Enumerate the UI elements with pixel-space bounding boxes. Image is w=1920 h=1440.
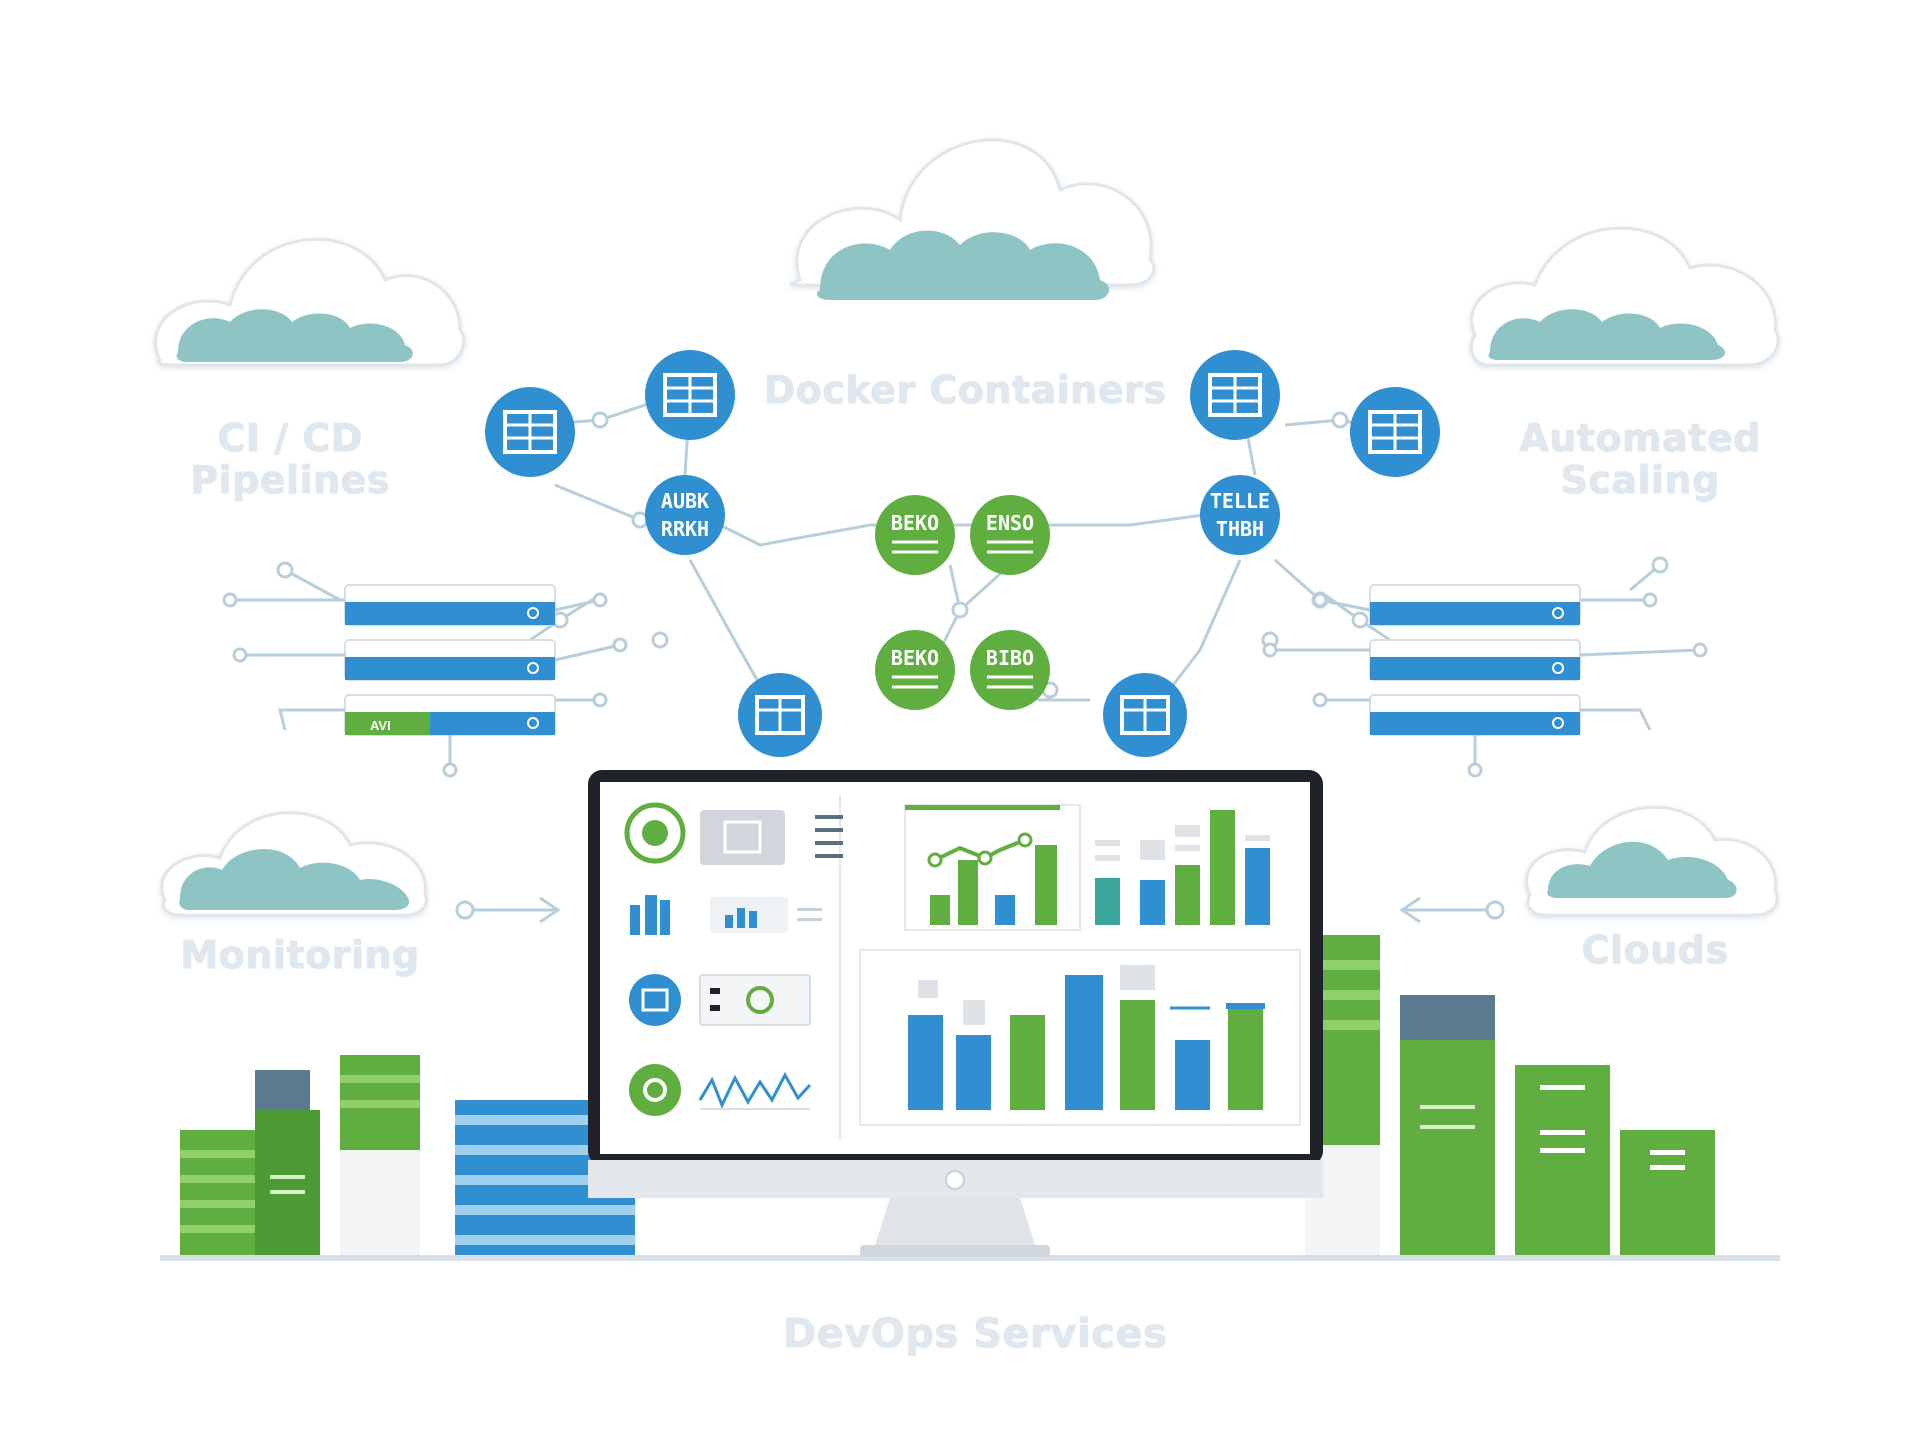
- container-node-icon-6: [1103, 673, 1187, 757]
- automated-scaling-label: Automated Scaling: [1490, 416, 1790, 502]
- rack-tag-text: AVI: [370, 718, 391, 733]
- bar-chart-icon-bottom: [859, 949, 1301, 1126]
- container-node-icon-2: [645, 350, 735, 440]
- green-node-3-text: BEKO: [891, 646, 939, 670]
- devops-services-label: DevOps Services: [782, 1311, 1168, 1357]
- arrow-icon-left: [455, 896, 561, 924]
- cloud-icon-mid-right: [1524, 805, 1779, 917]
- cicd-pipelines-label: CI / CD Pipelines: [170, 416, 410, 502]
- hub-node-right-text-1: TELLE: [1210, 489, 1270, 513]
- hub-node-left-text-2: RRKH: [661, 517, 709, 541]
- hub-node-right: TELLE THBH: [1200, 475, 1280, 555]
- server-rack-icon-left: AVI: [222, 584, 628, 778]
- cicd-line-2: Pipelines: [190, 457, 390, 502]
- docker-containers-label: Docker Containers: [763, 368, 1167, 412]
- arrow-icon-right: [1399, 896, 1505, 924]
- bar-chart-icon-top-left: [904, 804, 1081, 931]
- green-service-node-2: ENSO: [970, 495, 1050, 575]
- dashboard-screen: [624, 795, 843, 1140]
- scaling-line-1: Automated: [1519, 416, 1761, 460]
- scaling-line-2: Scaling: [1560, 457, 1720, 502]
- container-node-icon-3: [738, 673, 822, 757]
- hub-node-left: AUBK RRKH: [645, 475, 725, 555]
- clouds-label: Clouds: [1581, 928, 1729, 972]
- green-node-4-text: BIBO: [986, 646, 1034, 670]
- hub-node-left-text-1: AUBK: [661, 489, 709, 513]
- container-node-icon-1: [485, 387, 575, 477]
- cloud-icon-top-center: [789, 138, 1156, 300]
- server-rack-icon-right: [1262, 584, 1708, 778]
- cicd-line-1: CI / CD: [217, 416, 363, 460]
- green-service-node-4: BIBO: [970, 630, 1050, 710]
- ground-line: [160, 1255, 1780, 1261]
- server-tower-icon-right-group: [1305, 935, 1715, 1255]
- container-node-icon-4: [1190, 350, 1280, 440]
- green-service-node-1: BEKO: [875, 495, 955, 575]
- cloud-icon-top-right: [1469, 226, 1780, 367]
- server-tower-icon-left-group: [180, 1055, 635, 1255]
- bar-chart-icon-top-right: [1095, 810, 1270, 925]
- green-node-1-text: BEKO: [891, 511, 939, 535]
- container-node-icon-5: [1350, 387, 1440, 477]
- green-node-2-text: ENSO: [986, 511, 1034, 535]
- green-service-node-3: BEKO: [875, 630, 955, 710]
- cloud-icon-top-left: [153, 238, 466, 367]
- cloud-icon-mid-left: [160, 811, 428, 917]
- monitoring-label: Monitoring: [180, 933, 420, 977]
- hub-node-right-text-2: THBH: [1216, 517, 1264, 541]
